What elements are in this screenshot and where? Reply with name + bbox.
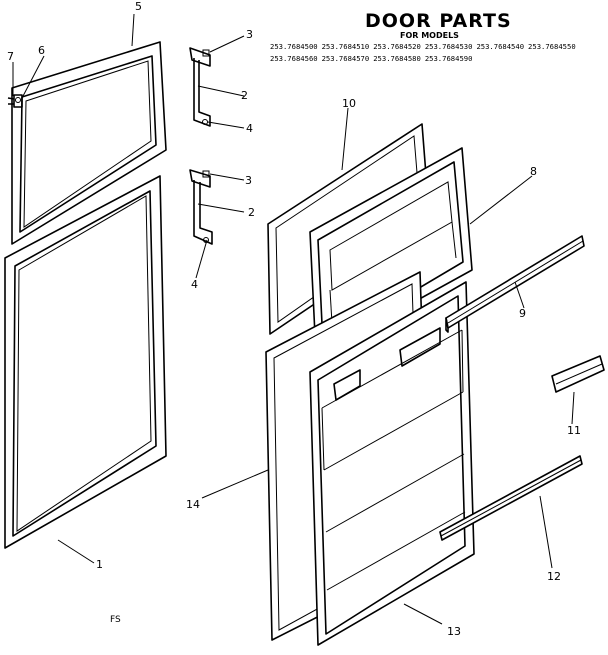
callout-label: 11	[567, 424, 581, 437]
upper-hinge-assembly	[189, 47, 211, 127]
model-number: 253.7684570	[321, 54, 370, 63]
callout-label: 12	[547, 570, 561, 583]
fresh-food-door-gasket	[4, 175, 167, 549]
callout-label: 13	[447, 625, 461, 638]
callout-label: 7	[7, 50, 14, 63]
freezer-door-gasket	[11, 41, 167, 245]
model-number: 253.7684560	[270, 54, 318, 63]
lower-shelf-retainer-bar	[439, 455, 583, 541]
model-number: 253.7684500	[270, 42, 318, 51]
footer-code: FS	[110, 615, 121, 625]
callout-label: 1	[96, 558, 103, 571]
callout-label: 3	[246, 28, 253, 41]
callout-label: 10	[342, 97, 356, 110]
freezer-door-liner	[309, 147, 473, 357]
model-number: 253.7684540	[476, 42, 525, 51]
callout-label: 14	[186, 498, 200, 511]
callout-label: 2	[248, 206, 255, 219]
fresh-food-door-liner	[309, 281, 475, 646]
leader-lines	[12, 13, 575, 625]
callout-label: 5	[135, 0, 142, 13]
callout-label: 2	[241, 89, 248, 102]
callout-label: 9	[519, 307, 526, 320]
model-number: 253.7684550	[528, 42, 576, 51]
callout-numbers: 5 6 7 3 2 4 3 2 4 10 8 9 11 12 13 14 1	[7, 0, 581, 638]
model-number: 253.7684510	[321, 42, 370, 51]
model-number: 253.7684580	[373, 54, 421, 63]
door-stop-bracket	[7, 94, 23, 108]
page-subtitle: FOR MODELS	[400, 31, 459, 40]
page-title: DOOR PARTS	[365, 10, 512, 32]
model-number: 253.7684530	[424, 42, 473, 51]
model-number: 253.7684520	[373, 42, 421, 51]
callout-label: 4	[191, 278, 198, 291]
callout-label: 3	[245, 174, 252, 187]
lower-hinge-assembly	[189, 169, 213, 245]
callout-label: 8	[530, 165, 537, 178]
callout-label: 4	[246, 122, 253, 135]
model-number: 253.7684590	[424, 54, 473, 63]
retainer-end-cap	[551, 355, 605, 393]
callout-label: 6	[38, 44, 45, 57]
